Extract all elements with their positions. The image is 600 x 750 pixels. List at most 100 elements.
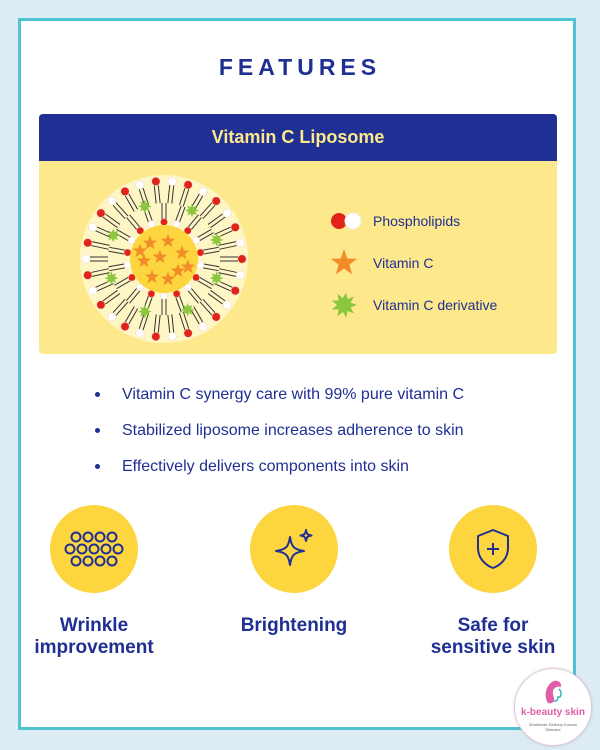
phospholipid-head — [183, 283, 192, 292]
lipid-tail — [128, 308, 139, 325]
lipid-tail — [129, 214, 141, 228]
feature-label: Wrinkle improvement — [34, 615, 154, 658]
lipid-tail — [108, 250, 125, 255]
phospholipid-head — [135, 180, 145, 190]
lipid-tail — [182, 311, 190, 329]
lipid-tail — [126, 288, 138, 301]
phospholipid-head — [183, 328, 193, 338]
lipid-tail — [171, 314, 175, 333]
phospholipid-head — [222, 208, 232, 218]
phospholipid-head — [160, 218, 168, 226]
lipid-tail — [126, 217, 138, 230]
feature-wrinkle-improvement: Wrinkle improvement — [14, 505, 174, 659]
phospholipid-head — [123, 248, 132, 257]
lipid-tail — [109, 246, 126, 251]
lipid-tail — [129, 290, 141, 304]
panel-title: Vitamin C Liposome — [39, 114, 557, 161]
phospholipid-head — [107, 196, 117, 206]
bullet-icon — [95, 464, 100, 469]
list-item: Effectively delivers components into ski… — [92, 456, 464, 492]
lipid-tail — [108, 263, 125, 268]
vitamin-c-derivative — [106, 228, 121, 243]
lipid-tail — [210, 216, 226, 229]
lipid-tail — [115, 202, 129, 217]
lipid-tail — [193, 306, 204, 323]
phospholipid-head — [88, 286, 98, 296]
lipid-tail — [210, 289, 226, 302]
lipid-tail — [116, 228, 131, 238]
lipid-tail — [179, 295, 186, 312]
lipid-tail — [109, 267, 126, 272]
lipid-tail — [167, 185, 171, 204]
vitamin-c-star — [132, 243, 148, 258]
lipid-tail — [91, 241, 110, 246]
phospholipid-head — [88, 222, 98, 232]
feature-label: Brightening — [240, 615, 348, 636]
lipid-tail — [91, 245, 109, 250]
lipid-tail — [182, 189, 190, 207]
vitamin-c-derivative — [137, 199, 152, 214]
vitamin-c-derivative — [104, 271, 119, 286]
phospholipid-head — [120, 322, 130, 331]
vitamin-c-derivative — [137, 304, 152, 319]
feature-icon-circle — [250, 505, 338, 593]
lipid-tail — [114, 232, 129, 242]
watermark-subtext: Worldwide Delivery Korean Skincare — [528, 722, 578, 732]
lipid-tail — [97, 283, 114, 292]
lipid-tail — [112, 205, 126, 220]
phospholipid-head — [211, 312, 221, 322]
lipid-tail — [214, 226, 231, 235]
feature-icon-circle — [50, 505, 138, 593]
phospholipid-head — [167, 176, 177, 186]
lipid-tail — [157, 314, 161, 333]
lipid-tail — [202, 205, 216, 220]
lipid-tail — [124, 195, 135, 212]
woman-profile-logo-icon — [545, 680, 562, 704]
lipid-tail — [219, 268, 237, 273]
lipid-tail — [178, 187, 186, 206]
lipid-tail — [203, 263, 220, 268]
list-item: Vitamin C synergy care with 99% pure vit… — [92, 384, 464, 420]
phospholipid-icon — [329, 211, 373, 231]
lipid-tail — [153, 185, 157, 204]
vitamin-c-derivative — [185, 203, 199, 218]
lipid-tail — [199, 301, 213, 316]
phospholipid-head — [83, 238, 93, 248]
benefit-list: Vitamin C synergy care with 99% pure vit… — [92, 384, 464, 492]
lipid-tail — [116, 280, 131, 290]
lipid-tail — [219, 245, 237, 250]
lipid-tail — [102, 216, 118, 229]
list-item: Stabilized liposome increases adherence … — [92, 420, 464, 456]
lipid-tail — [142, 312, 150, 331]
lipid-tail — [207, 293, 223, 305]
lipid-tail — [167, 314, 171, 333]
phospholipid-head — [160, 292, 168, 300]
phospholipid-head — [107, 312, 117, 322]
lipid-tail — [105, 213, 121, 225]
vitamin-c-star — [142, 235, 158, 250]
phospholipid-head — [136, 226, 145, 235]
green-burst-icon — [329, 290, 373, 320]
legend-item-phospholipids: Phospholipids — [329, 200, 497, 242]
lipid-tail — [124, 306, 135, 323]
phospholipid-head — [151, 176, 161, 186]
lipid-tail — [175, 205, 182, 221]
lipid-tail — [199, 202, 213, 217]
lipid-tail — [171, 185, 175, 204]
shield-plus-icon — [477, 529, 509, 569]
phospholipid-head — [211, 196, 221, 206]
vitamin-c-star — [160, 233, 176, 248]
feature-brightening: Brightening — [214, 505, 374, 637]
watermark-text: k-beauty skin — [521, 707, 585, 718]
star-icon — [329, 248, 373, 278]
feature-label: Safe for sensitive skin — [430, 615, 556, 658]
vitamin-c-star — [144, 269, 160, 284]
vitamin-c-star — [170, 263, 186, 278]
lipid-tail — [178, 312, 186, 331]
phospholipid-head — [222, 300, 232, 310]
vitamin-c-star — [152, 249, 168, 264]
bullet-icon — [95, 392, 100, 397]
brand-watermark: k-beauty skin Worldwide Delivery Korean … — [514, 668, 592, 746]
liposome-panel: Vitamin C Liposome Phospholipids Vitamin… — [39, 114, 557, 354]
phospholipid-head — [198, 187, 208, 196]
